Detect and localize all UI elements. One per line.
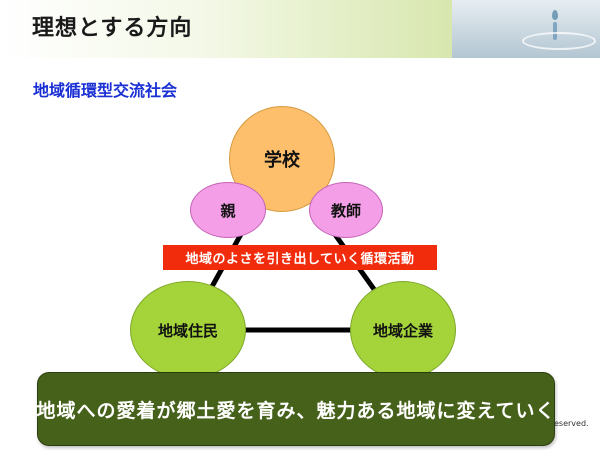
slide-subtitle: 地域循環型交流社会 [33, 81, 178, 100]
page-title: 理想とする方向 [32, 16, 193, 41]
node-parent: 親 [190, 182, 266, 238]
vision-statement: 地域への愛着が郷土愛を育み、魅力ある地域に変えていく [36, 399, 556, 422]
node-teacher-label: 教師 [330, 201, 361, 220]
node-residents-label: 地域住民 [157, 321, 218, 340]
node-residents: 地域住民 [130, 281, 246, 379]
ripple-shape [522, 32, 596, 50]
cycle-activity-banner: 地域のよさを引き出していく循環活動 [163, 245, 437, 270]
node-parent-label: 親 [220, 201, 236, 220]
vision-statement-box: 地域への愛着が郷土愛を育み、魅力ある地域に変えていく [36, 372, 556, 446]
node-companies-label: 地域企業 [372, 321, 433, 340]
node-school-label: 学校 [264, 150, 300, 171]
node-companies: 地域企業 [350, 281, 456, 379]
node-teacher: 教師 [309, 182, 383, 238]
water-drop-image [452, 0, 600, 58]
drop-shape [552, 10, 558, 20]
splash-shape [553, 22, 557, 40]
copyright-text: eserved. [554, 419, 589, 428]
